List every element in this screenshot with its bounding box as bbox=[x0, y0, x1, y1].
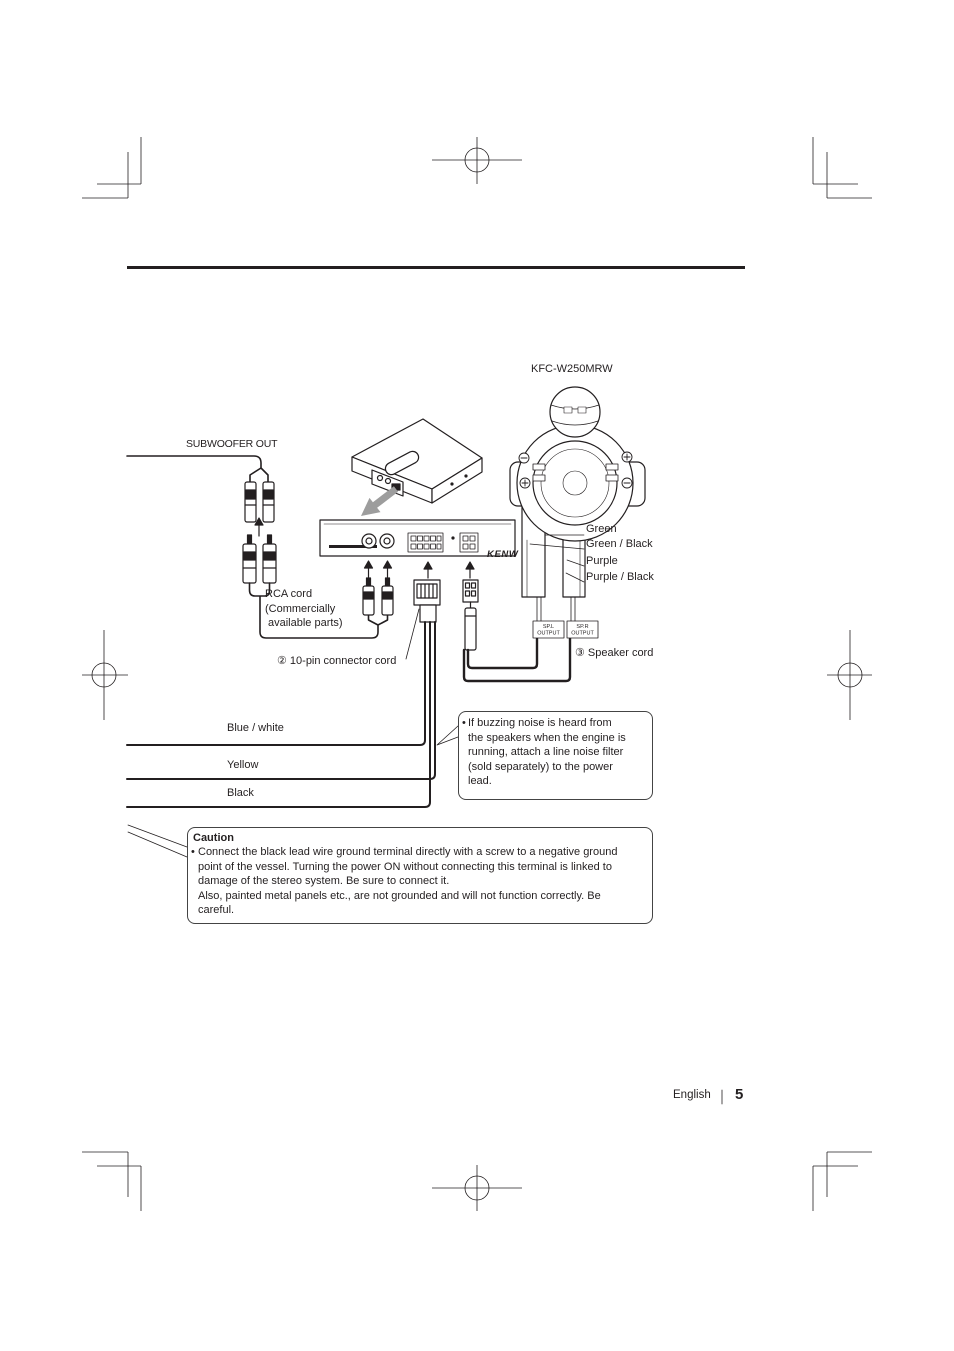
arrow-up-icon bbox=[254, 517, 264, 537]
note-line: If buzzing noise is heard from bbox=[468, 717, 612, 729]
noise-filter-note: • If buzzing noise is heard from the spe… bbox=[458, 711, 653, 800]
caution-line: Connect the black lead wire ground termi… bbox=[198, 846, 618, 858]
connector-cord-leader bbox=[405, 608, 420, 660]
note-line: running, attach a line noise filter bbox=[468, 746, 624, 758]
rca-cord-label-line2: (Commercially bbox=[265, 603, 336, 615]
subwoofer-out-cable bbox=[126, 455, 269, 483]
sp-r-output-label: OUTPUT bbox=[571, 631, 594, 637]
arrow-up-icon bbox=[465, 561, 475, 579]
sp-r-output-box: SP.R OUTPUT bbox=[566, 620, 599, 639]
rca-plug-pair-amp bbox=[362, 577, 394, 616]
rca-input-jacks bbox=[361, 533, 395, 549]
lead-label-yellow: Yellow bbox=[227, 759, 259, 771]
pointer-arrow-icon bbox=[361, 486, 399, 516]
amplifier-unit bbox=[351, 418, 483, 504]
registration-mark-right bbox=[827, 630, 872, 720]
blue-white-lead bbox=[126, 621, 426, 746]
arrow-up-icon bbox=[363, 560, 374, 578]
crop-mark-top-right bbox=[812, 137, 872, 199]
speaker-top-sphere bbox=[549, 386, 601, 438]
rca-cord-label-line3: available parts) bbox=[268, 617, 343, 629]
note-line: lead. bbox=[468, 775, 492, 787]
sp-r-label: SP.R bbox=[576, 624, 588, 630]
sp-l-output-label: OUTPUT bbox=[537, 631, 560, 637]
rca-jack-pair-upper bbox=[244, 481, 275, 523]
caution-line: point of the vessel. Turning the power O… bbox=[198, 860, 612, 873]
header-rule bbox=[127, 266, 745, 269]
subwoofer-out-label: SUBWOOFER OUT bbox=[186, 438, 278, 450]
sp-l-label: SP.L bbox=[543, 624, 554, 630]
speaker-unit bbox=[509, 386, 646, 622]
wire-label-green: Green bbox=[586, 523, 617, 535]
wire-label-purple-black: Purple / Black bbox=[586, 571, 654, 583]
caution-line: careful. bbox=[198, 904, 235, 916]
speaker-output-socket bbox=[459, 532, 479, 553]
yellow-lead bbox=[126, 621, 436, 780]
arrow-up-icon bbox=[382, 560, 393, 578]
crop-mark-top-left bbox=[82, 137, 142, 199]
minus-icon bbox=[621, 477, 633, 489]
ten-pin-power-socket bbox=[407, 532, 444, 553]
plus-icon bbox=[621, 451, 633, 463]
wire-label-purple: Purple bbox=[586, 555, 618, 567]
caution-line: damage of the stereo system. Be sure to … bbox=[198, 875, 450, 887]
note-bullet: • bbox=[462, 717, 466, 729]
registration-mark-left bbox=[82, 630, 128, 720]
black-lead bbox=[126, 621, 431, 808]
speaker-cord-left bbox=[466, 636, 539, 670]
speaker-left-terminals bbox=[532, 463, 546, 482]
note-line: (sold separately) to the power bbox=[468, 760, 613, 773]
footer-language: English bbox=[673, 1089, 711, 1101]
crop-marks bbox=[82, 137, 872, 1211]
speaker-model-label: KFC-W250MRW bbox=[531, 363, 613, 375]
plus-icon bbox=[519, 477, 531, 489]
amplifier-front-panel bbox=[319, 519, 516, 557]
crop-mark-bottom-left bbox=[82, 1151, 142, 1211]
lead-label-black: Black bbox=[227, 787, 254, 799]
registration-mark-bottom bbox=[432, 1165, 522, 1211]
caution-title: Caution bbox=[193, 831, 234, 844]
rca-cord-label: RCA cord bbox=[265, 588, 313, 600]
brand-logo-text: KENW bbox=[487, 549, 519, 560]
note-line: the speakers when the engine is bbox=[468, 731, 626, 744]
speaker-dust-cap bbox=[562, 470, 588, 496]
rca-cord-cable bbox=[248, 582, 389, 639]
caution-line: Also, painted metal panels etc., are not… bbox=[198, 889, 601, 902]
caution-bullet: • bbox=[191, 846, 195, 858]
speaker-cone bbox=[532, 440, 618, 526]
speaker-cord-label: ③ Speaker cord bbox=[575, 647, 654, 659]
page-number: 5 bbox=[735, 1086, 744, 1103]
speaker-cord-right bbox=[462, 636, 572, 683]
speaker-wire-leaders bbox=[529, 534, 585, 583]
connector-cord-label: ② 10-pin connector cord bbox=[277, 655, 397, 667]
caution-box: Caution • Connect the black lead wire gr… bbox=[187, 827, 653, 924]
arrow-up-icon bbox=[423, 561, 433, 579]
lead-label-blue-white: Blue / white bbox=[227, 722, 284, 734]
ten-pin-connector-plug bbox=[413, 579, 441, 623]
wire-label-green-black: Green / Black bbox=[586, 538, 653, 550]
minus-icon bbox=[518, 452, 530, 464]
sp-l-output-box: SP.L OUTPUT bbox=[532, 620, 565, 639]
note-callout-tail bbox=[436, 725, 459, 746]
registration-mark-top bbox=[432, 137, 522, 184]
rca-plug-pair-lower bbox=[242, 534, 277, 584]
crop-mark-bottom-right bbox=[812, 1151, 872, 1211]
speaker-connector-plug bbox=[462, 579, 479, 651]
speaker-right-terminals bbox=[605, 463, 619, 482]
caution-callout-tail bbox=[127, 824, 188, 858]
